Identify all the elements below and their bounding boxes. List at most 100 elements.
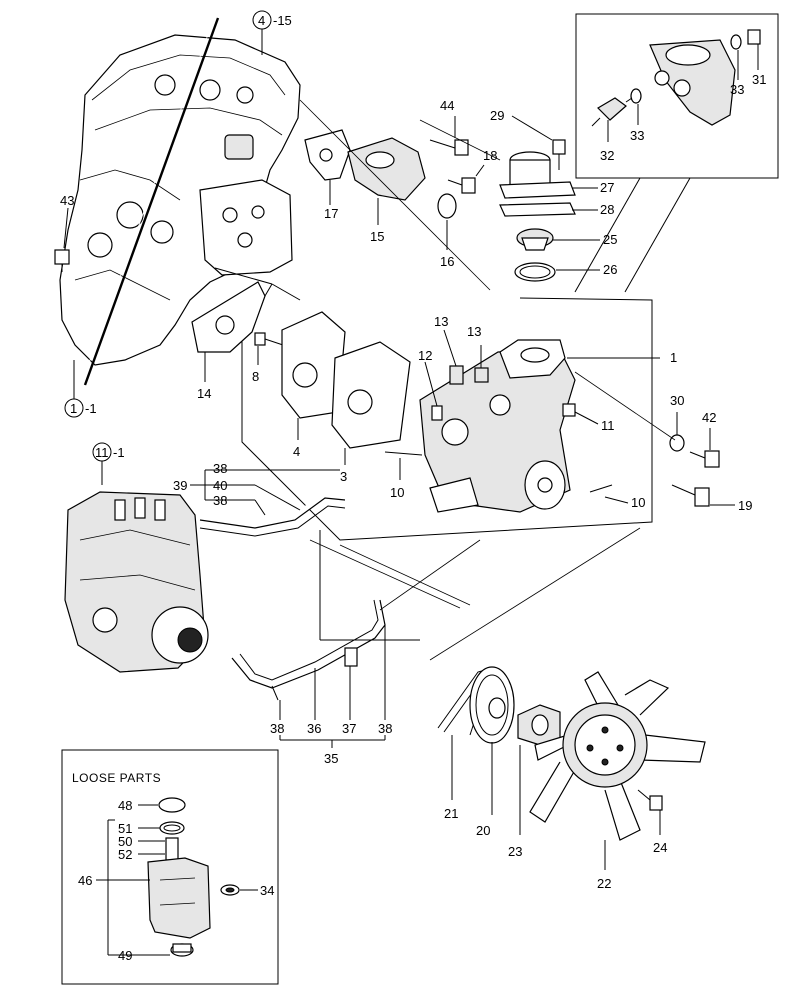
callout-11-1: 11 -1 bbox=[92, 442, 125, 485]
part-42-bolt: 42 bbox=[689, 410, 720, 468]
part-10-pin-b: 10 bbox=[589, 484, 645, 510]
part-24-bolt: 24 bbox=[637, 789, 667, 855]
callout-20: 20 bbox=[476, 823, 490, 838]
callout-30: 30 bbox=[670, 393, 684, 408]
callout-37: 37 bbox=[342, 721, 356, 736]
pipe-35-lower: 38 36 37 38 35 bbox=[231, 530, 420, 766]
callout-4-15: 4 -15 bbox=[252, 10, 292, 55]
part-16-oring: 16 bbox=[437, 193, 457, 269]
part-23-spacer: 23 bbox=[508, 704, 561, 859]
part-33-washer-a: 33 bbox=[730, 34, 744, 97]
callout-21: 21 bbox=[444, 806, 458, 821]
part-17-gasket: 17 bbox=[304, 129, 351, 221]
callout-33b: 33 bbox=[630, 128, 644, 143]
part-28-gasket: 28 bbox=[499, 202, 614, 217]
part-29-bolt: 29 bbox=[490, 108, 566, 170]
callout-24: 24 bbox=[653, 840, 667, 855]
engine-block bbox=[59, 17, 301, 386]
part-49-cap: 49 bbox=[108, 943, 194, 963]
part-46-tank bbox=[147, 837, 211, 939]
callout-13a: 13 bbox=[434, 314, 448, 329]
callout-27: 27 bbox=[600, 180, 614, 195]
callout-34: 34 bbox=[260, 883, 274, 898]
callout-32: 32 bbox=[600, 148, 614, 163]
callout-50: 50 bbox=[118, 834, 132, 849]
callout-17: 17 bbox=[324, 206, 338, 221]
part-15-outlet: 15 bbox=[347, 137, 426, 244]
callout-48: 48 bbox=[118, 798, 132, 813]
callout-1: 1 bbox=[670, 350, 677, 365]
part-10-pin-a: 10 bbox=[384, 451, 423, 500]
callout-29: 29 bbox=[490, 108, 504, 123]
part-20-pulley: 20 bbox=[469, 666, 515, 838]
callout-31: 31 bbox=[752, 72, 766, 87]
callout-43: 43 bbox=[60, 193, 74, 208]
callout-35: 35 bbox=[324, 751, 338, 766]
callout-26: 26 bbox=[603, 262, 617, 277]
callout-33a: 33 bbox=[730, 82, 744, 97]
callout-1-1-num: 1 bbox=[70, 401, 77, 416]
loose-parts-box: LOOSE PARTS 48 51 50 52 46 bbox=[61, 749, 279, 985]
callout-51: 51 bbox=[118, 821, 132, 836]
part-33-washer-b: 33 bbox=[630, 88, 644, 143]
part-26-ring: 26 bbox=[514, 262, 617, 282]
loose-parts-title: LOOSE PARTS bbox=[72, 771, 161, 785]
part-25-thermostat: 25 bbox=[516, 228, 617, 251]
callout-13b: 13 bbox=[467, 324, 481, 339]
callout-16: 16 bbox=[440, 254, 454, 269]
callout-28: 28 bbox=[600, 202, 614, 217]
part-19-bolt: 19 bbox=[671, 484, 752, 513]
part-48-cap: 48 bbox=[118, 797, 186, 813]
callout-11: 11 bbox=[601, 418, 615, 433]
callout-49: 49 bbox=[118, 948, 132, 963]
injection-pump bbox=[64, 491, 209, 673]
callout-8: 8 bbox=[252, 369, 259, 384]
part-44-bolt: 44 bbox=[429, 98, 469, 156]
part-31-plug: 31 bbox=[747, 29, 766, 87]
callout-11-1-sub: -1 bbox=[113, 445, 125, 460]
part-22-fan: 22 bbox=[529, 671, 706, 891]
callout-40: 40 bbox=[213, 478, 227, 493]
callout-36: 36 bbox=[307, 721, 321, 736]
part-34-washer: 34 bbox=[220, 883, 274, 898]
callout-52: 52 bbox=[118, 847, 132, 862]
callout-19: 19 bbox=[738, 498, 752, 513]
callout-10a: 10 bbox=[390, 485, 404, 500]
part-1-housing: 1 bbox=[419, 339, 677, 513]
callout-15: 15 bbox=[370, 229, 384, 244]
part-13-plug-a: 13 bbox=[434, 314, 464, 385]
callout-42: 42 bbox=[702, 410, 716, 425]
callout-46: 46 bbox=[78, 873, 92, 888]
callout-11-1-num: 11 bbox=[95, 445, 109, 460]
callout-22: 22 bbox=[597, 876, 611, 891]
callout-12: 12 bbox=[418, 348, 432, 363]
hose-38-40-top: 38 40 38 39 bbox=[173, 461, 346, 537]
part-12-plug: 12 bbox=[418, 348, 443, 421]
callout-38b: 38 bbox=[213, 493, 227, 508]
part-13-plug-b: 13 bbox=[467, 324, 489, 383]
callout-4-15-num: 4 bbox=[258, 13, 265, 28]
callout-23: 23 bbox=[508, 844, 522, 859]
callout-1-1: 1 -1 bbox=[64, 360, 97, 418]
callout-4-15-sub: -15 bbox=[273, 13, 292, 28]
callout-44: 44 bbox=[440, 98, 454, 113]
callout-10b: 10 bbox=[631, 495, 645, 510]
part-43-bolt: 43 bbox=[54, 193, 74, 272]
callout-4: 4 bbox=[293, 444, 300, 459]
inset-detail: 31 33 33 32 bbox=[574, 13, 779, 293]
part-3-gasket: 3 bbox=[331, 341, 411, 484]
part-27-cover: 27 bbox=[499, 151, 614, 199]
callout-1-1-sub: -1 bbox=[85, 401, 97, 416]
part-14-gasket: 14 bbox=[191, 281, 266, 401]
callout-38a: 38 bbox=[213, 461, 227, 476]
callout-14: 14 bbox=[197, 386, 211, 401]
callout-38c: 38 bbox=[270, 721, 284, 736]
callout-39: 39 bbox=[173, 478, 187, 493]
part-51-ring: 51 bbox=[118, 821, 185, 836]
part-32-sensor: 32 bbox=[591, 97, 633, 163]
callout-3: 3 bbox=[340, 469, 347, 484]
water-pump-assembly: 14 8 4 3 bbox=[191, 267, 677, 541]
part-4-gasket: 4 bbox=[281, 311, 346, 459]
part-11-plug: 11 bbox=[562, 403, 615, 433]
